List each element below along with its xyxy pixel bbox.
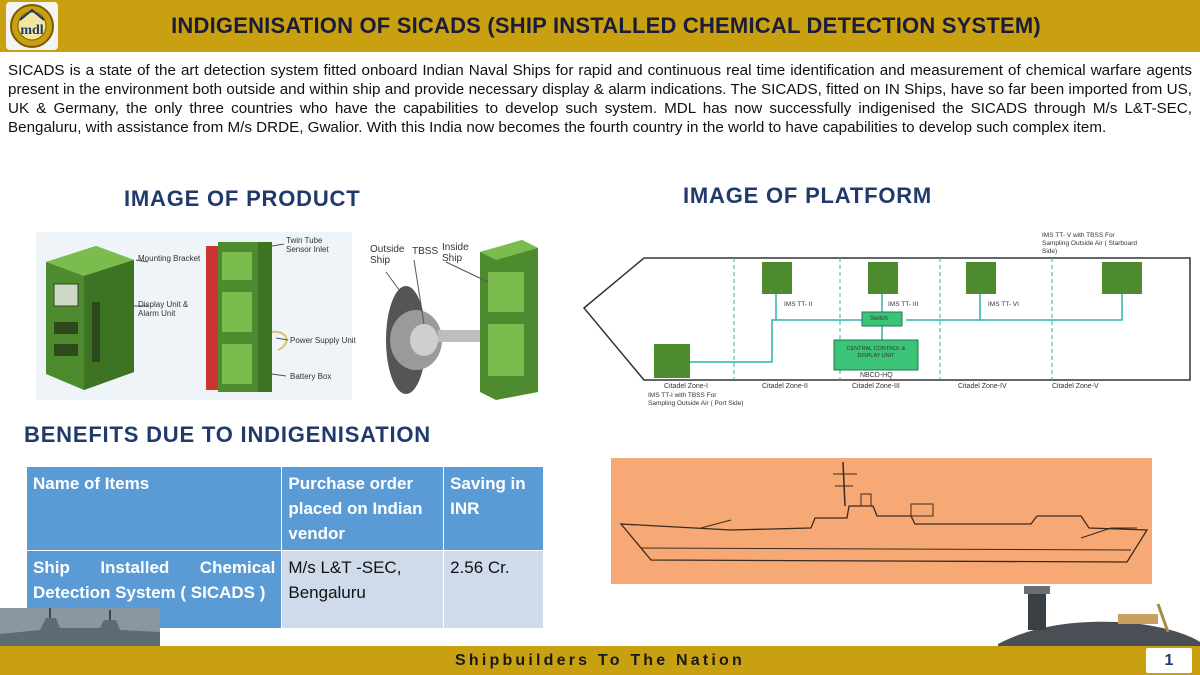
platform-heading: IMAGE OF PLATFORM	[683, 183, 933, 208]
page-title: INDIGENISATION OF SICADS (SHIP INSTALLED…	[171, 13, 1041, 38]
platform-diagram: IMS TT-I with TBSS For Sampling Outside …	[582, 228, 1196, 438]
header-purchase-order: Purchase order placed on Indian vendor	[281, 466, 445, 551]
label-power-supply: Power Supply Unit	[290, 336, 356, 345]
label-zone-3: Citadel Zone-III	[852, 383, 900, 390]
label-zone-5: Citadel Zone-V	[1052, 383, 1099, 390]
page-number: 1	[1146, 648, 1192, 673]
label-ims-tt2: IMS TT- II	[784, 301, 813, 308]
label-ims-tt1: IMS TT-I with TBSS For Sampling Outside …	[648, 392, 744, 407]
label-nbcd-hq: NBCD-HQ	[860, 372, 893, 379]
footer-bar	[0, 646, 1200, 675]
label-twin-tube: Twin Tube Sensor Inlet	[286, 236, 329, 254]
ships-decoration	[0, 608, 160, 646]
header-saving: Saving in INR	[443, 466, 544, 551]
label-zone-4: Citadel Zone-IV	[958, 383, 1007, 390]
label-zone-2: Citadel Zone-II	[762, 383, 808, 390]
benefits-table: Name of Items Purchase order placed on I…	[25, 466, 544, 629]
cell-vendor: M/s L&T -SEC, Bengaluru	[281, 550, 445, 629]
cell-saving: 2.56 Cr.	[443, 550, 544, 629]
label-zone-1: Citadel Zone-I	[664, 383, 708, 390]
label-ims-tt5: IMS TT- V with TBSS For Sampling Outside…	[1042, 232, 1138, 255]
label-central-unit: CENTRAL CONTROL & DISPLAY UNIT	[846, 346, 906, 359]
footer-tagline: Shipbuilders To The Nation	[454, 652, 745, 669]
label-battery-box: Battery Box	[290, 372, 332, 381]
header-name-of-items: Name of Items	[25, 466, 283, 551]
label-ims-tt6: IMS TT- VI	[988, 301, 1019, 308]
header-bar	[0, 0, 1200, 52]
product-image: Mounting Bracket Display Unit & Alarm Un…	[36, 232, 356, 400]
product-heading: IMAGE OF PRODUCT	[124, 186, 361, 211]
label-switch: Switch	[870, 316, 888, 322]
label-ims-tt3: IMS TT- III	[888, 301, 919, 308]
label-inside-ship: Inside Ship	[442, 242, 469, 264]
benefits-heading: BENEFITS DUE TO INDIGENISATION	[24, 422, 431, 447]
tbss-installation-image: Outside Ship TBSS Inside Ship	[362, 232, 558, 402]
label-display-unit: Display Unit & Alarm Unit	[138, 300, 189, 318]
ship-drawing	[611, 458, 1152, 584]
submarine-decoration	[998, 584, 1200, 646]
label-tbss: TBSS	[412, 246, 439, 257]
label-outside-ship: Outside Ship	[370, 244, 405, 266]
logo-text: mdl	[20, 23, 43, 38]
mdl-logo: mdl	[6, 2, 58, 50]
label-mounting-bracket: Mounting Bracket	[138, 254, 201, 263]
table-header-row: Name of Items Purchase order placed on I…	[25, 466, 544, 551]
intro-paragraph: SICADS is a state of the art detection s…	[8, 62, 1192, 136]
